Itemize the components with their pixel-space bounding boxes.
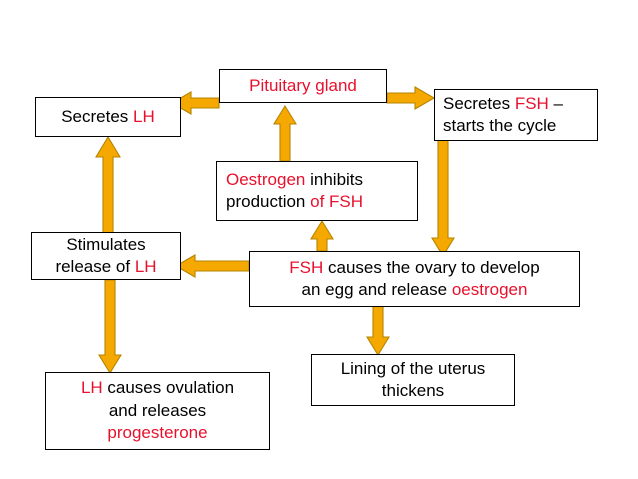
lining-of-uterus-box[interactable]: Lining of the uterus thickens bbox=[311, 354, 515, 406]
secretes-fsh-line-1: Secretes FSH – bbox=[443, 93, 563, 113]
arrow-fsh-causes-to-stimulates bbox=[174, 254, 250, 278]
stimulates-line-2: release of LH bbox=[55, 257, 157, 276]
secretes-fsh-label: Secretes FSH – starts the cycle bbox=[443, 93, 563, 138]
oestrogen-line-1: Oestrogen inhibits bbox=[226, 169, 364, 189]
lh-causes-line-1: LH causes ovulation bbox=[80, 378, 235, 398]
lining-of-uterus-label: Lining of the uterus thickens bbox=[341, 358, 486, 403]
stimulates-release-of-lh-box[interactable]: Stimulates release of LH bbox=[31, 232, 181, 280]
lh-causes-ovulation-label: LH causes ovulation and releases progest… bbox=[81, 377, 234, 444]
secretes-lh-label: Secretes LH bbox=[61, 106, 155, 126]
fsh-causes-line-2: an egg and release oestrogen bbox=[301, 280, 528, 299]
uterus-line-2: thickens bbox=[381, 381, 445, 400]
arrow-oestrogen-to-pituitary bbox=[273, 104, 297, 162]
arrow-stimulates-to-lh-causes bbox=[98, 279, 122, 375]
oestrogen-inhibits-label: Oestrogen inhibits production of FSH bbox=[226, 169, 363, 214]
oestrogen-line-2: production of FSH bbox=[226, 192, 364, 211]
arrow-fsh-causes-to-oestrogen bbox=[310, 219, 334, 252]
secretes-fsh-box[interactable]: Secretes FSH – starts the cycle bbox=[434, 89, 598, 141]
secretes-fsh-line-2: starts the cycle bbox=[443, 116, 557, 135]
pituitary-gland-box[interactable]: Pituitary gland bbox=[219, 69, 387, 103]
arrow-pituitary-to-secretes-fsh bbox=[386, 86, 436, 110]
stimulates-release-of-lh-label: Stimulates release of LH bbox=[55, 234, 156, 279]
lh-causes-line-3: progesterone bbox=[107, 423, 208, 443]
lh-causes-ovulation-box[interactable]: LH causes ovulation and releases progest… bbox=[45, 372, 270, 450]
arrow-pituitary-to-secretes-lh bbox=[170, 91, 220, 115]
arrow-fsh-causes-to-uterus bbox=[366, 305, 390, 357]
pituitary-gland-label: Pituitary gland bbox=[249, 75, 357, 95]
secretes-lh-box[interactable]: Secretes LH bbox=[35, 97, 181, 137]
fsh-causes-ovary-box[interactable]: FSH causes the ovary to develop an egg a… bbox=[249, 251, 580, 307]
fsh-causes-ovary-label: FSH causes the ovary to develop an egg a… bbox=[289, 257, 539, 302]
arrow-stimulates-to-secretes-lh bbox=[95, 135, 121, 239]
fsh-causes-line-1: FSH causes the ovary to develop bbox=[289, 257, 540, 277]
arrow-secretes-fsh-to-fsh-causes bbox=[431, 139, 455, 258]
uterus-line-1: Lining of the uterus bbox=[340, 358, 486, 378]
oestrogen-inhibits-box[interactable]: Oestrogen inhibits production of FSH bbox=[216, 161, 418, 221]
lh-causes-line-2: and releases bbox=[108, 400, 207, 420]
stimulates-line-1: Stimulates bbox=[66, 234, 146, 254]
